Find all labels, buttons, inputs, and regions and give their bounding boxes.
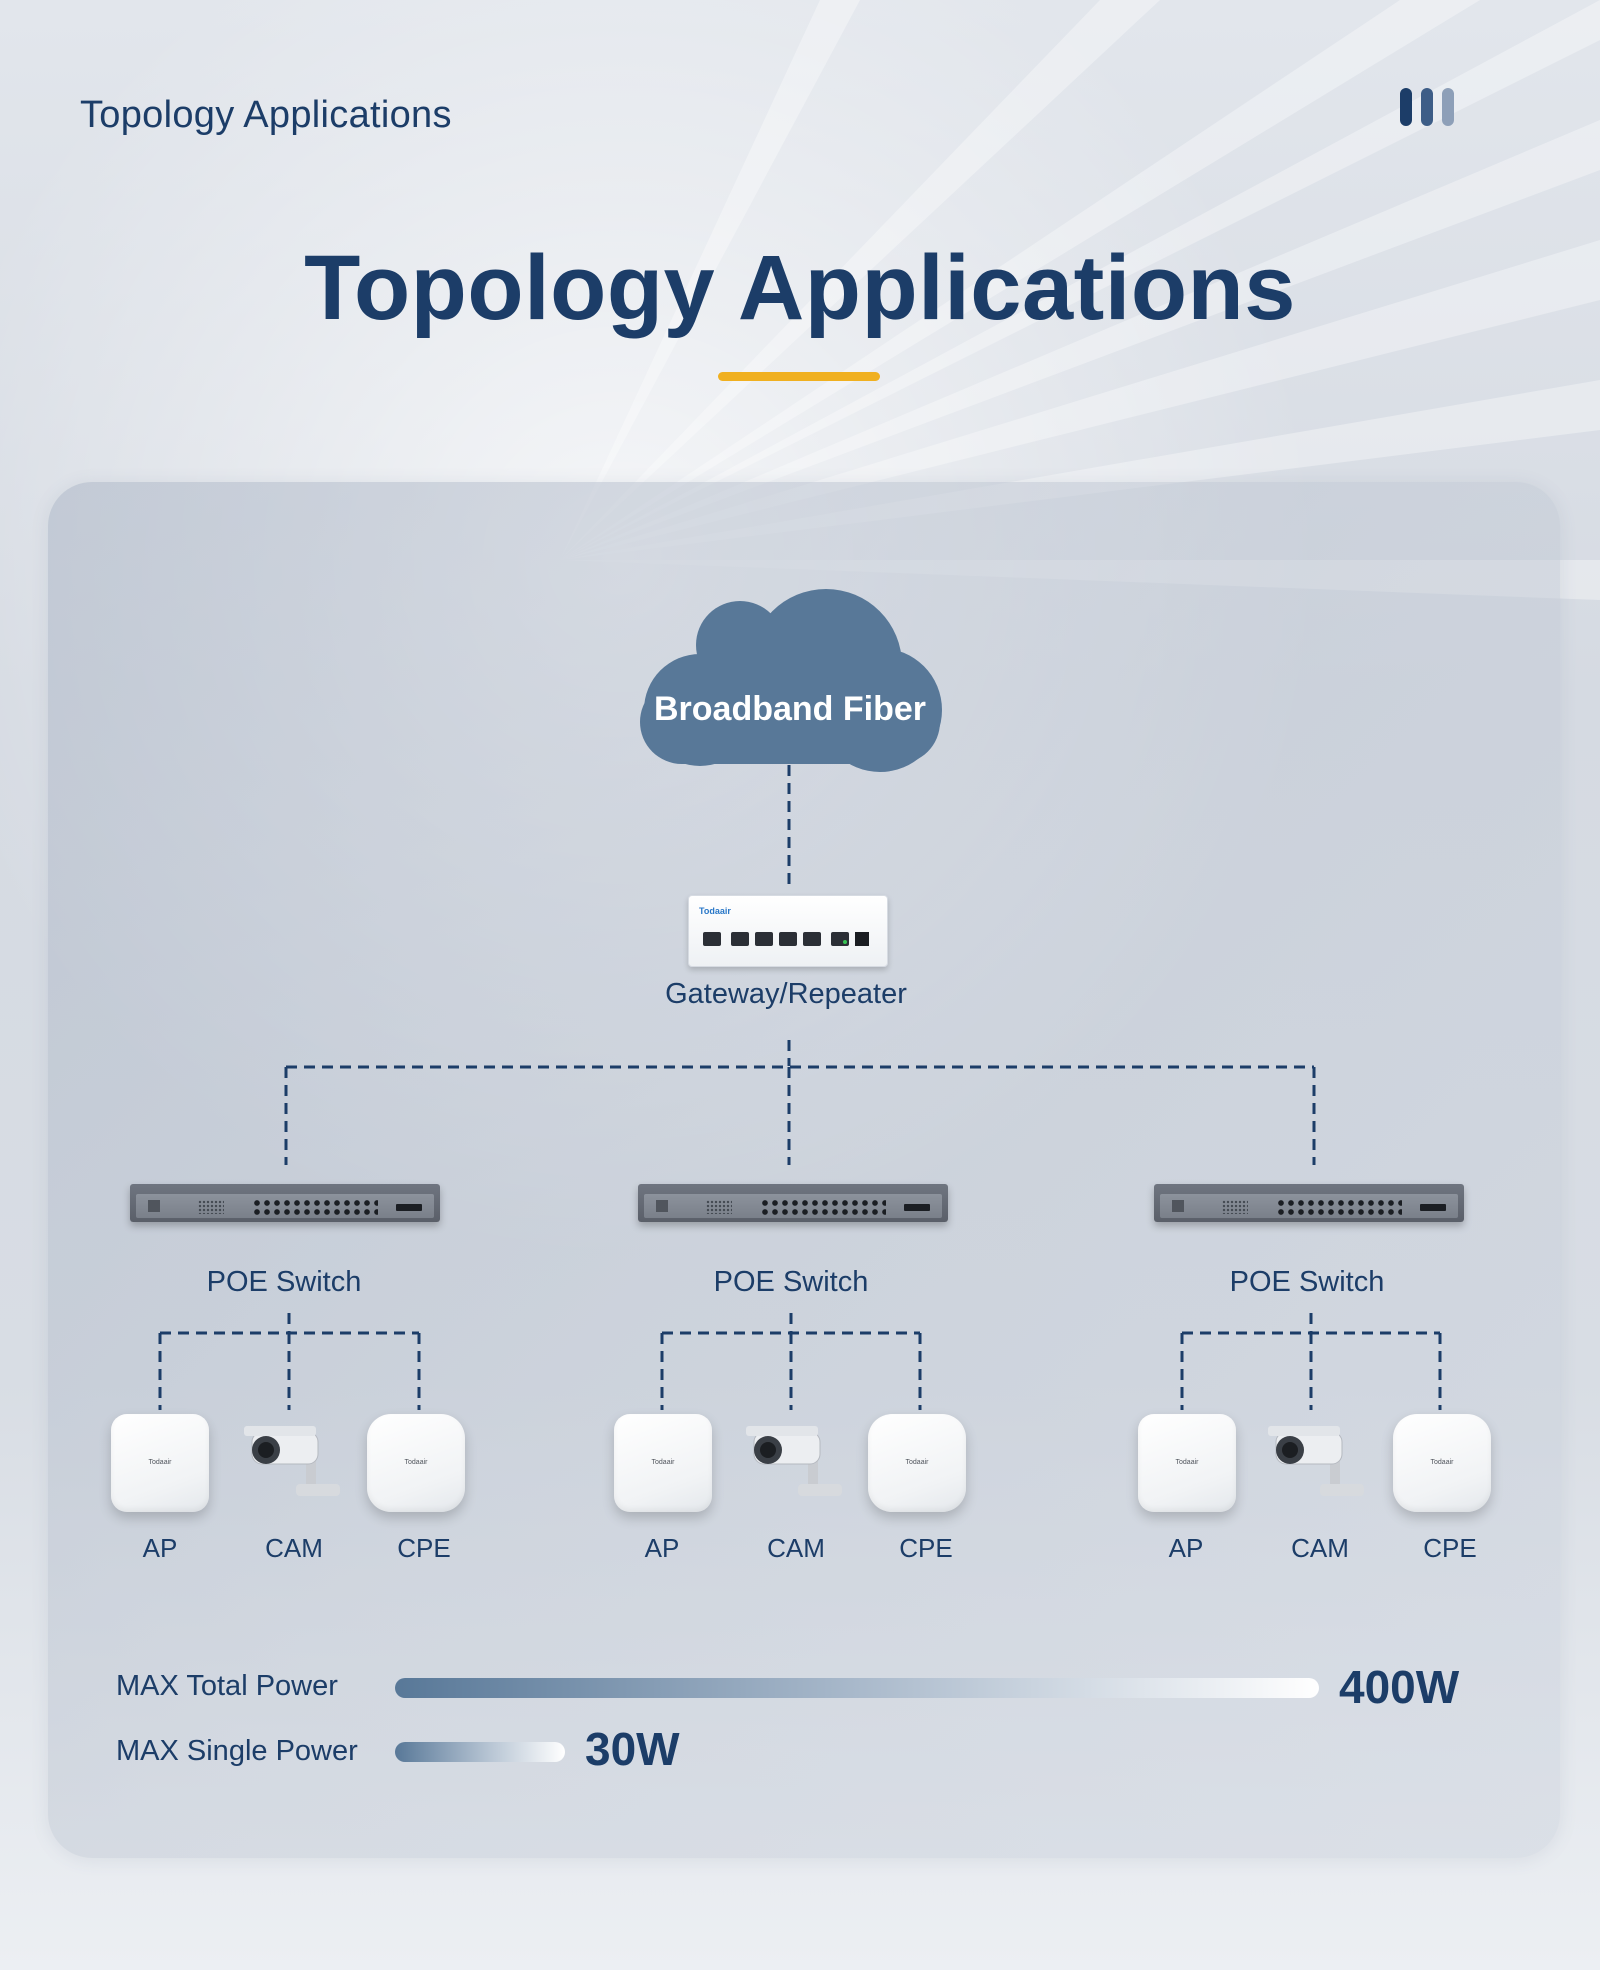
three-vertical-bars-icon [1400,88,1454,126]
cpe-device-icon: Todaair [868,1414,966,1512]
access-point-icon: Todaair [614,1414,712,1512]
main-title: Topology Applications [304,237,1296,339]
switch-label: POE Switch [206,1266,362,1298]
cpe-brand: Todaair [404,1459,428,1466]
cpe-brand: Todaair [1430,1459,1454,1466]
device-label-ap: AP [644,1533,680,1563]
title-underline [718,372,880,381]
access-point-icon: Todaair [111,1414,209,1512]
power-value-total: 400W [1339,1661,1460,1713]
gateway-label: Gateway/Repeater [665,978,907,1010]
power-bar-total [395,1678,1319,1698]
device-label-cam: CAM [265,1533,323,1563]
cloud-label: Broadband Fiber [653,690,927,728]
security-camera-icon [746,1426,842,1496]
switch-label: POE Switch [713,1266,869,1298]
poe-switch-icon [130,1184,440,1222]
poe-switch-icon [638,1184,948,1222]
device-label-cpe: CPE [1423,1533,1477,1563]
access-point-icon: Todaair [1138,1414,1236,1512]
switch-label: POE Switch [1229,1266,1385,1298]
ap-brand: Todaair [1175,1459,1199,1466]
security-camera-icon [1268,1426,1364,1496]
gateway-device-icon: Todaair [688,895,888,967]
ap-brand: Todaair [651,1459,675,1466]
device-label-cam: CAM [767,1533,825,1563]
security-camera-icon [244,1426,340,1496]
cpe-device-icon: Todaair [1393,1414,1491,1512]
device-label-ap: AP [142,1533,178,1563]
gateway-brand: Todaair [699,906,731,916]
device-label-cpe: CPE [397,1533,451,1563]
poe-switch-icon [1154,1184,1464,1222]
device-label-cpe: CPE [899,1533,953,1563]
power-value-single: 30W [585,1723,680,1775]
power-label-single: MAX Single Power [116,1735,358,1767]
cpe-brand: Todaair [905,1459,929,1466]
device-label-ap: AP [1168,1533,1204,1563]
ap-brand: Todaair [148,1459,172,1466]
power-label-total: MAX Total Power [116,1670,338,1702]
cpe-device-icon: Todaair [367,1414,465,1512]
power-bar-single [395,1742,565,1762]
header-title: Topology Applications [80,94,452,136]
device-label-cam: CAM [1291,1533,1349,1563]
